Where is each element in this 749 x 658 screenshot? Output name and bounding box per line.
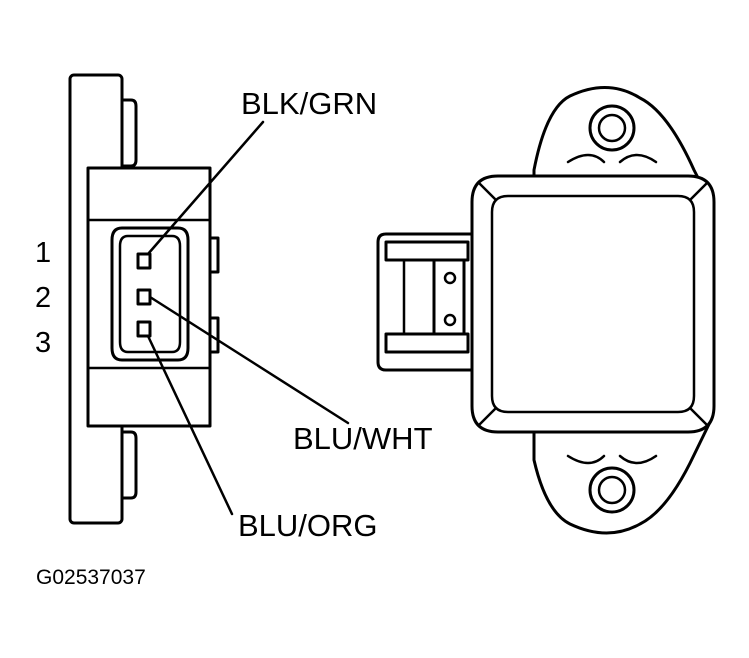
leader-line-pin-2: [148, 295, 350, 425]
connector-pin-2: [136, 288, 152, 306]
figure-id: G02537037: [36, 566, 146, 589]
leader-line-pin-1: [146, 120, 265, 256]
connector-pin-1: [136, 252, 152, 270]
leader-line-pin-3: [146, 334, 234, 516]
pin-number-1: 1: [35, 237, 51, 269]
pin-number-2: 2: [35, 282, 51, 314]
wire-label-pin-2: BLU/WHT: [293, 421, 433, 456]
pin-number-3: 3: [35, 327, 51, 359]
sensor-top-view: [376, 86, 716, 535]
wire-label-pin-1: BLK/GRN: [241, 86, 377, 121]
connector-pin-3: [136, 320, 152, 338]
wire-label-pin-3: BLU/ORG: [238, 508, 378, 543]
